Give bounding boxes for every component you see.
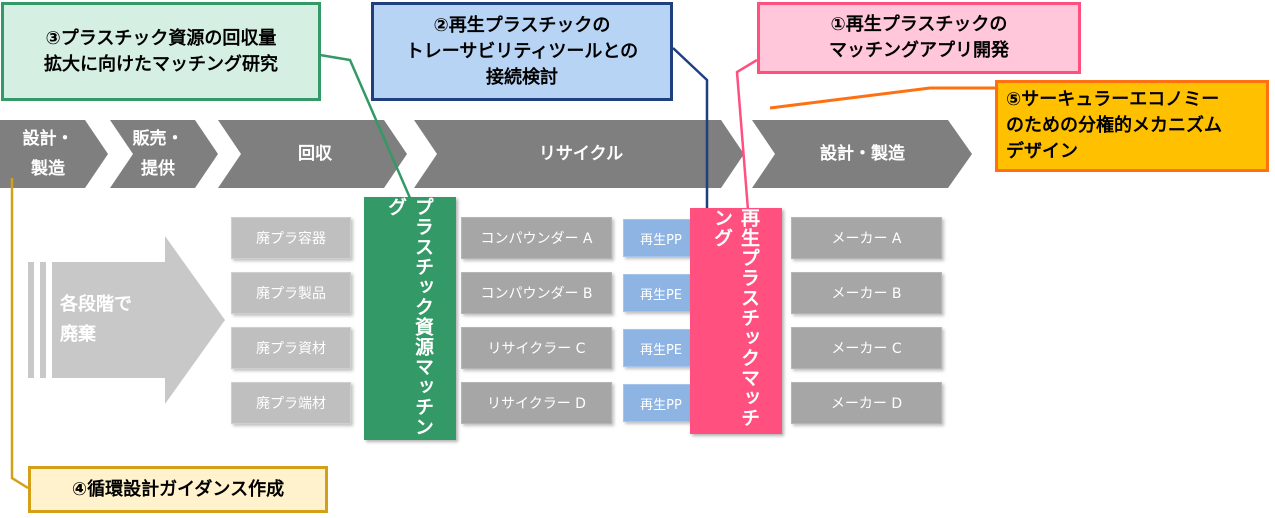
- stage-2-label: 販売・ 提供: [132, 129, 184, 179]
- waste-item: 廃プラ容器: [231, 217, 351, 259]
- discard-bar-2: [40, 262, 46, 378]
- waste-item: 廃プラ端材: [231, 382, 351, 424]
- c4-connector: [10, 178, 29, 490]
- recycler-item: コンパウンダー A: [461, 217, 612, 259]
- recycler-item: リサイクラー C: [461, 327, 612, 369]
- c1-connector: [735, 58, 758, 211]
- discard-arrow: [52, 236, 225, 404]
- recycled-material: 再生PE: [623, 274, 699, 312]
- callout-collection-research: ③プラスチック資源の回収量 拡大に向けたマッチング研究: [1, 2, 321, 101]
- callout-design-guidance: ④循環設計ガイダンス作成: [28, 466, 328, 513]
- stage-1-label: 設計・ 製造: [22, 129, 74, 179]
- stage-4-label: リサイクル: [538, 144, 624, 164]
- callout-traceability: ②再生プラスチックの トレーサビリティツールとの 接続検討: [371, 2, 673, 101]
- maker-item: メーカー C: [791, 327, 942, 369]
- matching-recycled-band: 再生プラスチックマッチング: [690, 208, 782, 434]
- recycler-item: コンパウンダー B: [461, 272, 612, 314]
- maker-item: メーカー D: [791, 382, 942, 424]
- discard-bar-1: [28, 262, 34, 378]
- stage-2-chevron: [110, 120, 218, 188]
- stage-5-chevron: [752, 120, 972, 188]
- callout-decentralized-mechanism: ⑤サーキュラーエコノミー のための分権的メカニズム デザイン: [995, 80, 1269, 172]
- discard-label: 各段階で 廃棄: [60, 294, 132, 345]
- stage-4-chevron: [414, 120, 744, 188]
- stage-3-chevron: [218, 120, 407, 188]
- recycled-material: 再生PE: [623, 329, 699, 367]
- stage-1-chevron: [0, 120, 108, 188]
- c5-connector: [769, 86, 995, 110]
- stage-3-label: 回収: [298, 144, 332, 164]
- maker-item: メーカー B: [791, 272, 942, 314]
- c3-connector: [319, 53, 412, 199]
- matching-resource-band: プラスチック資源マッチング: [364, 197, 456, 440]
- callout-matching-app: ①再生プラスチックの マッチングアプリ開発: [757, 2, 1081, 74]
- stage-5-label: 設計・製造: [820, 144, 905, 164]
- recycler-item: リサイクラー D: [461, 382, 612, 424]
- waste-item: 廃プラ製品: [231, 272, 351, 314]
- recycled-material: 再生PP: [623, 384, 699, 422]
- waste-item: 廃プラ資材: [231, 327, 351, 369]
- recycled-material: 再生PP: [623, 219, 699, 257]
- maker-item: メーカー A: [791, 217, 942, 259]
